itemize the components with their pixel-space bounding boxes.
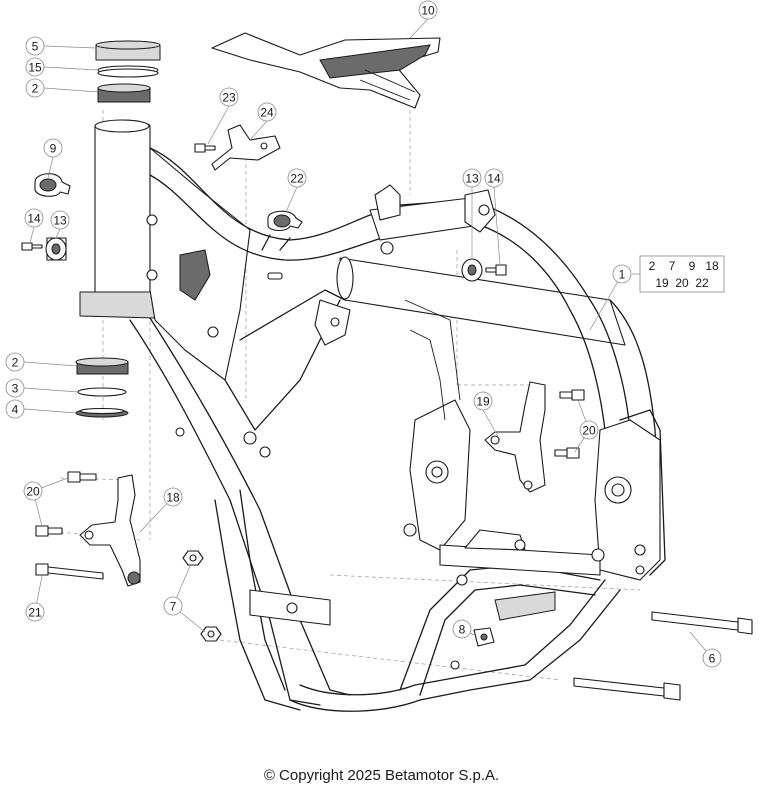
callout-20: 20 <box>23 481 43 501</box>
callout-circle <box>287 168 307 188</box>
plate-18 <box>79 474 141 587</box>
callout-number: 20 <box>582 424 596 438</box>
callout-8: 8 <box>452 619 472 639</box>
bolt-14-right <box>485 264 507 276</box>
callout-22: 22 <box>287 168 307 188</box>
callout-number: 6 <box>709 652 716 666</box>
callout-circle <box>5 352 25 372</box>
callout-20: 20 <box>579 420 599 440</box>
callout-number: 22 <box>290 172 304 186</box>
callout-number: 21 <box>28 606 42 620</box>
kit-number: 2 <box>649 259 656 273</box>
bracket-24 <box>211 124 281 171</box>
callout-7: 7 <box>163 596 183 616</box>
callout-number: 23 <box>222 91 236 105</box>
callout-circle <box>163 596 183 616</box>
callout-13: 13 <box>50 210 70 230</box>
bolt-6-upper <box>651 611 739 631</box>
callout-number: 1 <box>619 268 626 282</box>
kit-number: 18 <box>705 259 719 273</box>
callout-number: 3 <box>12 382 19 396</box>
kit-number: 22 <box>695 276 709 290</box>
callout-21: 21 <box>25 602 45 622</box>
callout-23: 23 <box>219 87 239 107</box>
callout-circle <box>418 0 438 20</box>
callout-circle <box>25 602 45 622</box>
callout-circle <box>25 78 45 98</box>
callout-circle <box>23 481 43 501</box>
callout-13: 13 <box>462 168 482 188</box>
callout-4: 4 <box>5 399 25 419</box>
callout-circle <box>452 619 472 639</box>
callout-5: 5 <box>25 36 45 56</box>
callout-number: 5 <box>32 40 39 54</box>
callout-number: 4 <box>12 403 19 417</box>
callout-circle <box>5 399 25 419</box>
callout-number: 10 <box>421 4 435 18</box>
callout-10: 10 <box>418 0 438 20</box>
main-frame <box>79 119 666 712</box>
callout-circle <box>25 36 45 56</box>
callout-number: 15 <box>28 61 42 75</box>
bolt-20-right-upper <box>559 389 585 401</box>
callout-19: 19 <box>473 391 493 411</box>
callout-number: 24 <box>260 106 274 120</box>
kit-number: 19 <box>655 276 669 290</box>
callout-circle <box>219 87 239 107</box>
callout-circle <box>43 138 63 158</box>
callout-number: 9 <box>50 142 57 156</box>
callout-1: 1 <box>612 264 632 284</box>
callout-2: 2 <box>5 352 25 372</box>
callout-number: 13 <box>53 214 67 228</box>
callout-circle <box>50 210 70 230</box>
bolt-21 <box>35 563 104 580</box>
callout-24: 24 <box>257 102 277 122</box>
callout-number: 2 <box>12 356 19 370</box>
callout-circle <box>163 487 183 507</box>
callout-circle <box>579 420 599 440</box>
copyright-notice: © Copyright 2025 Betamotor S.p.A. <box>263 767 500 784</box>
kit-number: 20 <box>675 276 689 290</box>
kit-number: 7 <box>669 259 676 273</box>
callout-14: 14 <box>24 208 44 228</box>
kit-number: 9 <box>689 259 696 273</box>
callout-number: 8 <box>459 623 466 637</box>
bolt-23 <box>194 143 216 153</box>
callout-circle <box>5 378 25 398</box>
callout-number: 2 <box>32 82 39 96</box>
callout-circle <box>484 168 504 188</box>
callout-number: 14 <box>27 212 41 226</box>
bolt-14-left <box>21 242 43 251</box>
callout-circle <box>462 168 482 188</box>
callout-circle <box>24 208 44 228</box>
callout-circle <box>257 102 277 122</box>
callout-number: 7 <box>170 600 177 614</box>
callout-circle <box>612 264 632 284</box>
ring-part <box>77 387 127 397</box>
callout-circle <box>702 648 722 668</box>
bolt-6-lower <box>573 677 665 697</box>
callout-circle <box>473 391 493 411</box>
callout-3: 3 <box>5 378 25 398</box>
callout-14: 14 <box>484 168 504 188</box>
loose-parts <box>21 32 753 701</box>
callout-18: 18 <box>163 487 183 507</box>
bolt-20-right-lower <box>554 447 580 459</box>
callout-9: 9 <box>43 138 63 158</box>
callout-15: 15 <box>25 57 45 77</box>
callout-circle <box>25 57 45 77</box>
plate-19 <box>484 381 546 493</box>
callout-number: 19 <box>476 395 490 409</box>
callout-2: 2 <box>25 78 45 98</box>
callout-number: 18 <box>166 491 180 505</box>
callout-number: 20 <box>26 485 40 499</box>
callout-number: 13 <box>465 172 479 186</box>
bolt-20-left-upper <box>67 471 97 483</box>
callout-6: 6 <box>702 648 722 668</box>
callout-number: 14 <box>487 172 501 186</box>
bolt-20-left-lower <box>35 525 63 537</box>
